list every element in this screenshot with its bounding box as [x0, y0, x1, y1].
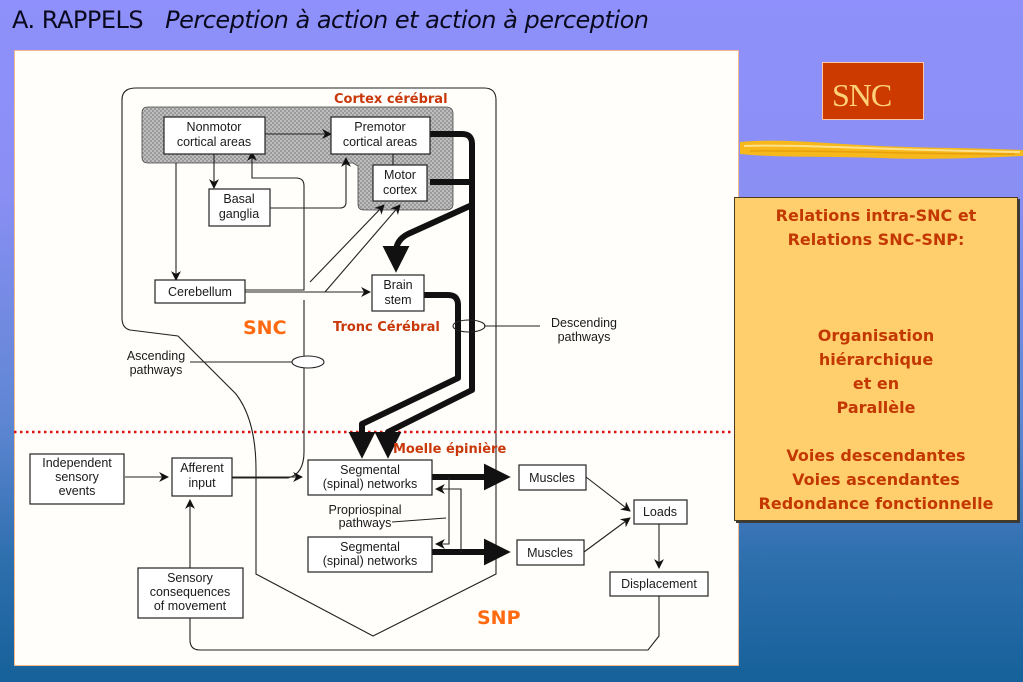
box-text: Motor: [384, 168, 416, 182]
brainstem-annotation: Tronc Cérébral: [333, 320, 440, 335]
snc-badge: SNC: [822, 62, 924, 120]
box-text: Cerebellum: [168, 285, 232, 299]
box-text: (spinal) networks: [323, 477, 417, 491]
box-muscles-2: Muscles: [516, 539, 585, 566]
brainstem-descending-path: [348, 292, 461, 459]
box-text: sensory: [55, 470, 100, 484]
arrow-cerebellum-nonmotor: [245, 151, 305, 291]
arrow-to-motor-2: [324, 204, 401, 293]
spinal-cord-annotation: Moelle épinière: [393, 442, 506, 457]
box-basal-ganglia: Basal ganglia: [208, 188, 271, 227]
arrow-muscles1-loads: [585, 476, 631, 512]
box-text: events: [59, 484, 96, 498]
box-premotor: Premotor cortical areas: [330, 116, 431, 155]
box-afferent-input: Afferent input: [171, 457, 233, 497]
cortex-to-brainstem-path: [382, 202, 474, 273]
info-voies-line: Voies descendantes: [786, 446, 966, 465]
snp-annotation: SNP: [477, 607, 521, 629]
feedback-loop: [189, 596, 660, 651]
box-cerebellum: Cerebellum: [154, 279, 246, 304]
info-organisation-line: Organisation: [817, 326, 935, 345]
decorative-brush-stroke: [740, 140, 1023, 159]
propriospinal-leader: [391, 517, 447, 523]
box-text: Displacement: [621, 577, 697, 591]
box-motor-cortex: Motor cortex: [372, 164, 428, 202]
propriospinal-label: Propriospinal: [329, 503, 402, 517]
box-sensory-consequences: Sensory consequences of movement: [137, 567, 244, 619]
ascending-pathways-label: pathways: [130, 363, 183, 377]
box-text: Basal: [223, 192, 254, 206]
box-text: stem: [384, 293, 411, 307]
descending-pathways-label: pathways: [558, 330, 611, 344]
box-text: cortical areas: [343, 135, 417, 149]
box-text: Nonmotor: [187, 120, 242, 134]
propriospinal-up: [435, 484, 462, 552]
box-text: Sensory: [167, 571, 214, 585]
ascending-pathways-ellipse: [291, 355, 325, 369]
box-muscles-1: Muscles: [518, 464, 587, 491]
cns-outline: [121, 87, 497, 637]
info-voies-line: Redondance fonctionnelle: [758, 494, 994, 513]
arrow-basal-premotor: [270, 157, 351, 209]
snc-annotation: SNC: [243, 317, 287, 339]
box-text: consequences: [150, 585, 231, 599]
box-text: Independent: [42, 456, 112, 470]
ascending-pathway-line: [232, 300, 305, 479]
box-nonmotor: Nonmotor cortical areas: [163, 116, 266, 155]
box-text: Brain: [383, 278, 412, 292]
box-segmental-1: Segmental (spinal) networks: [307, 459, 433, 496]
arrow-to-motor-1: [309, 204, 385, 283]
box-segmental-2: Segmental (spinal) networks: [307, 536, 433, 573]
info-organisation-line: Parallèle: [836, 398, 916, 417]
title-prefix: A. RAPPELS: [12, 6, 144, 34]
descending-pathways-label: Descending: [551, 316, 617, 330]
ascending-pathways-label: Ascending: [127, 349, 185, 363]
box-text: Segmental: [340, 463, 400, 477]
info-organisation-line: hiérarchique: [818, 350, 934, 369]
info-voies-line: Voies ascendantes: [792, 470, 960, 489]
box-text: of movement: [154, 599, 227, 613]
propriospinal-label: pathways: [339, 516, 392, 530]
box-text: input: [188, 476, 216, 490]
propriospinal-down: [435, 477, 450, 549]
box-independent-sensory: Independent sensory events: [29, 453, 125, 505]
info-heading-line: Relations intra-SNC et: [775, 206, 977, 225]
box-text: cortical areas: [177, 135, 251, 149]
descending-pathways-ellipse: [452, 319, 486, 333]
box-text: Afferent: [180, 461, 224, 475]
title-subtitle: Perception à action et action à percepti…: [165, 6, 649, 34]
arrow-muscles2-loads: [583, 517, 631, 553]
box-text: ganglia: [219, 207, 259, 221]
box-loads: Loads: [633, 499, 688, 525]
box-displacement: Displacement: [609, 571, 709, 597]
box-text: Muscles: [527, 546, 573, 560]
cortex-annotation: Cortex cérébral: [334, 92, 448, 107]
box-brainstem: Brain stem: [371, 274, 425, 312]
box-text: Premotor: [354, 120, 405, 134]
box-text: cortex: [383, 183, 418, 197]
descending-path-premotor: [374, 131, 475, 459]
slide-title: A. RAPPELS Perception à action et action …: [12, 6, 649, 34]
box-text: (spinal) networks: [323, 554, 417, 568]
box-text: Loads: [643, 505, 677, 519]
info-organisation-line: et en: [852, 374, 900, 393]
info-heading-line: Relations SNC-SNP:: [787, 230, 965, 249]
box-text: Segmental: [340, 540, 400, 554]
info-box: Relations intra-SNC et Relations SNC-SNP…: [734, 197, 1018, 521]
box-text: Muscles: [529, 471, 575, 485]
